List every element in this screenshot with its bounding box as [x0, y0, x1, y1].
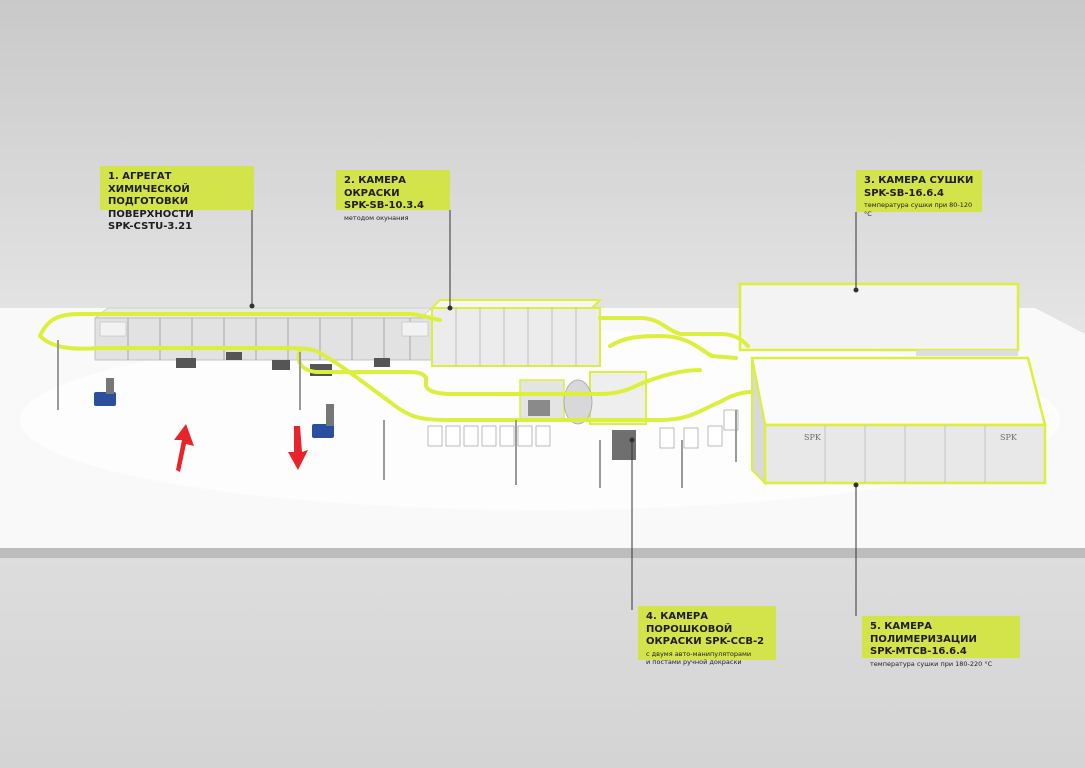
- callout-subtitle: методом окунания: [344, 213, 409, 222]
- callout-polymerization: 5. КАМЕРА ПОЛИМЕРИЗАЦИИ SPK-MTCB-16.6.4 …: [862, 616, 1020, 668]
- callout-title: 1. АГРЕГАТ ХИМИЧЕСКОЙ ПОДГОТОВКИ ПОВЕРХН…: [108, 171, 194, 232]
- callout-drying-chamber: 3. КАМЕРА СУШКИ SPK-SB-16.6.4 температур…: [856, 170, 982, 218]
- callout-powder-coating: 4. КАМЕРА ПОРОШКОВОЙ ОКРАСКИ SPK-CCB-2 с…: [638, 606, 776, 666]
- overhead-conveyor: [38, 312, 754, 422]
- drying-chamber: [736, 282, 1020, 356]
- dip-painting-booth: [429, 299, 603, 367]
- callout-chemical-pretreatment: 1. АГРЕГАТ ХИМИЧЕСКОЙ ПОДГОТОВКИ ПОВЕРХН…: [100, 166, 254, 232]
- leader-lines: [249, 210, 859, 616]
- support-columns: [57, 340, 737, 488]
- powder-coating-booth: [519, 371, 647, 460]
- polymerization-chamber: SPK SPK: [750, 356, 1047, 486]
- chemical-pretreatment-unit: [93, 307, 434, 376]
- logo-right: SPK: [1000, 433, 1018, 442]
- callout-subtitle: температура сушки при 80-120 °C: [864, 201, 973, 218]
- callout-dip-painting: 2. КАМЕРА ОКРАСКИ SPK-SB-10.3.4 методом …: [336, 170, 450, 222]
- callout-subtitle: с двумя авто-манипуляторами и постами ру…: [646, 649, 752, 667]
- callout-title: 2. КАМЕРА ОКРАСКИ SPK-SB-10.3.4: [344, 175, 424, 211]
- callout-subtitle: температура сушки при 180-220 °C: [870, 659, 993, 668]
- hanging-parts: [427, 409, 739, 449]
- callout-title: 4. КАМЕРА ПОРОШКОВОЙ ОКРАСКИ SPK-CCB-2: [646, 611, 765, 647]
- direction-arrow-down: [288, 426, 308, 470]
- loading-cart: [94, 378, 116, 406]
- callout-title: 3. КАМЕРА СУШКИ SPK-SB-16.6.4: [864, 175, 974, 199]
- direction-arrow-up: [174, 424, 194, 472]
- unloading-cart: [312, 404, 334, 438]
- logo-left: SPK: [804, 433, 822, 442]
- callout-title: 5. КАМЕРА ПОЛИМЕРИЗАЦИИ SPK-MTCB-16.6.4: [870, 621, 977, 657]
